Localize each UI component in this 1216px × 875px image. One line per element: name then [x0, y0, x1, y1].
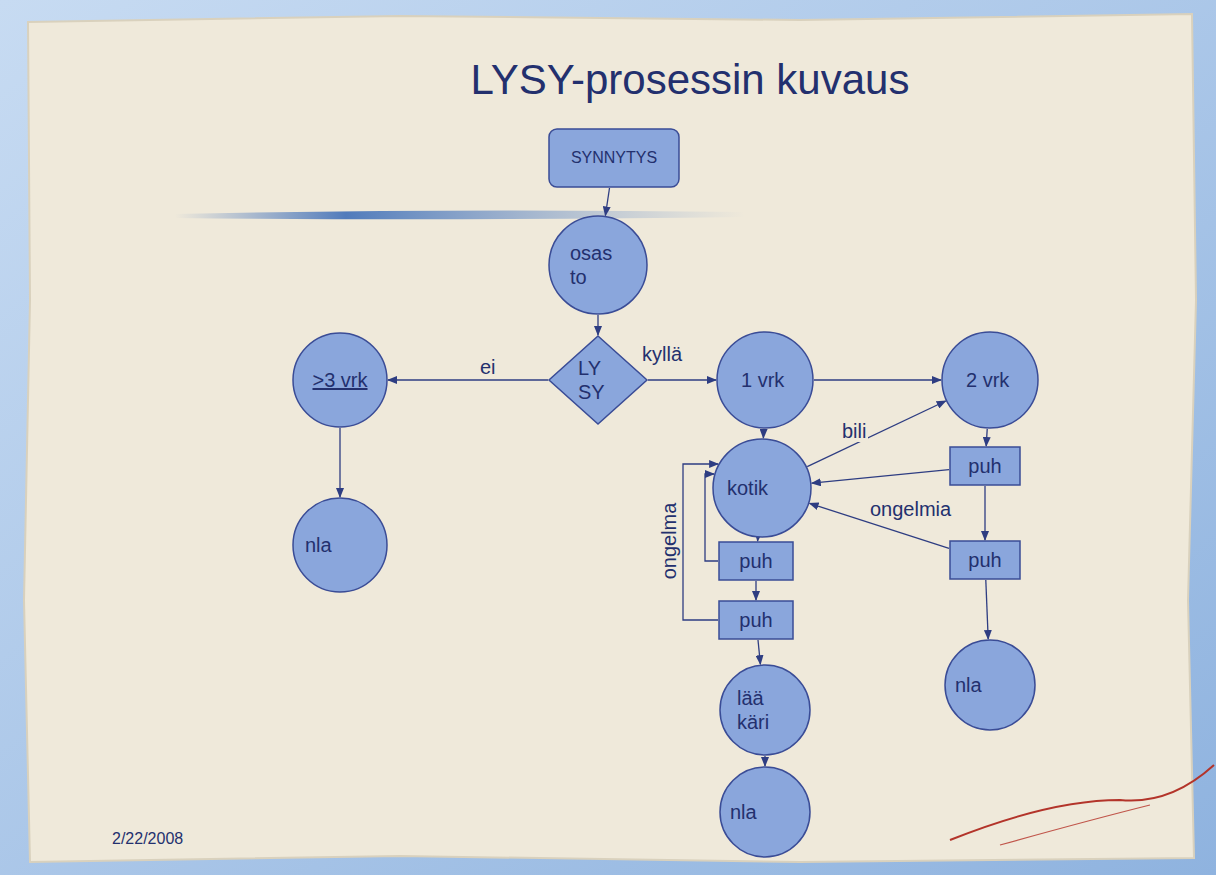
node-text: puh — [955, 454, 1015, 478]
end-circle: nla — [292, 497, 388, 593]
process-box: puh — [718, 600, 794, 640]
process-box: puh — [949, 540, 1021, 580]
connector-arrow — [757, 538, 759, 541]
node-text: kotik — [727, 476, 797, 500]
decision-diamond: LY SY — [548, 335, 648, 425]
node-text: puh — [726, 608, 786, 632]
connector-arrow — [605, 188, 609, 216]
end-circle: nla — [719, 766, 811, 858]
date-label: 2/22/2008 — [110, 830, 185, 848]
connector-arrow — [648, 379, 716, 380]
edge-label: ongelma — [658, 501, 680, 582]
process-circle: >3 vrk — [292, 332, 388, 428]
connector-arrow — [986, 580, 988, 639]
node-text: nla — [730, 800, 800, 824]
connector-arrow — [984, 486, 985, 540]
process-circle: lää käri — [719, 664, 811, 756]
node-outline — [719, 664, 811, 756]
node-text: osas to — [570, 241, 626, 289]
connector-arrow — [807, 401, 946, 467]
process-circle: kotik — [712, 438, 812, 538]
end-circle: nla — [944, 639, 1036, 731]
process-box: puh — [718, 541, 794, 581]
process-box: puh — [949, 446, 1021, 486]
node-text: >3 vrk — [300, 368, 380, 392]
connector-arrow — [339, 428, 340, 497]
node-text: 2 vrk — [966, 368, 1014, 392]
process-circle: osas to — [548, 215, 648, 315]
node-text: nla — [955, 673, 1025, 697]
connector-arrow — [755, 581, 756, 600]
connector-arrow — [763, 429, 764, 438]
connector-arrow — [758, 640, 760, 664]
node-text: lää käri — [737, 686, 793, 734]
node-outline — [548, 215, 648, 315]
node-text: nla — [305, 533, 375, 557]
node-text: puh — [726, 549, 786, 573]
edge-label: kyllä — [640, 343, 684, 365]
edge-label: bili — [840, 420, 868, 442]
node-text: LY SY — [578, 356, 618, 404]
connector-arrow — [814, 379, 941, 380]
title: LYSY-prosessin kuvaus — [370, 56, 1010, 104]
node-text: SYNNYTYS — [554, 148, 674, 167]
connector-arrow — [986, 429, 987, 446]
edge-label: ongelmia — [868, 498, 953, 520]
process-circle: 2 vrk — [941, 331, 1039, 429]
node-text: puh — [955, 548, 1015, 572]
connector-arrow — [597, 315, 598, 335]
start-box: SYNNYTYS — [548, 128, 680, 188]
process-circle: 1 vrk — [716, 331, 814, 429]
node-outline — [548, 335, 648, 425]
connector-arrow — [812, 470, 949, 484]
connector-arrow — [388, 379, 548, 380]
connector-arrow — [764, 756, 765, 766]
node-text: 1 vrk — [741, 368, 789, 392]
edge-label: ei — [478, 356, 498, 378]
